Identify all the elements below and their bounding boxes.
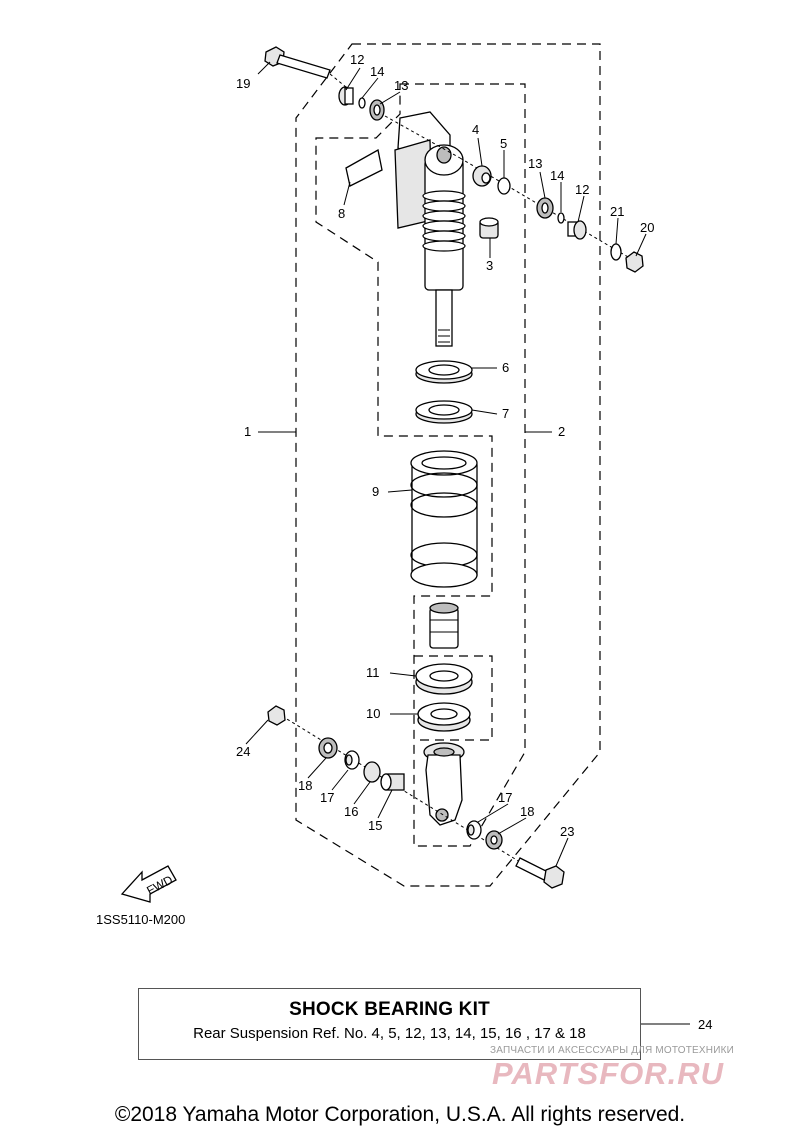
assembly-outline-1 bbox=[295, 43, 601, 887]
shock-absorber-body bbox=[394, 111, 466, 347]
callout-2: 2 bbox=[558, 424, 565, 439]
assembly-outline-3 bbox=[414, 655, 493, 741]
callout-17-left: 17 bbox=[320, 790, 334, 805]
copyright-notice: ©2018 Yamaha Motor Corporation, U.S.A. A… bbox=[114, 1103, 686, 1126]
callout-8: 8 bbox=[338, 206, 345, 221]
callout-5: 5 bbox=[500, 136, 507, 151]
spring-9-part bbox=[410, 450, 478, 588]
callout-4: 4 bbox=[472, 122, 479, 137]
seal-18-left-part bbox=[318, 737, 338, 759]
label-plate-8-part bbox=[345, 148, 383, 187]
lower-clevis-part bbox=[423, 742, 465, 826]
callout-13-right: 13 bbox=[528, 156, 542, 171]
callout-16: 16 bbox=[344, 804, 358, 819]
callout-15: 15 bbox=[368, 818, 382, 833]
callout-12-upper: 12 bbox=[350, 52, 364, 67]
spring-seat-10-part bbox=[417, 702, 471, 732]
callout-23: 24 bbox=[236, 744, 250, 759]
callout-11: 11 bbox=[366, 665, 380, 680]
callout-21: 21 bbox=[610, 204, 624, 219]
bolt-19-part bbox=[264, 46, 353, 93]
spring-guide-11-part bbox=[415, 663, 473, 695]
callout-1: 1 bbox=[244, 424, 251, 439]
seal-13-upper-part bbox=[369, 99, 385, 121]
seal-18-right-part bbox=[485, 830, 503, 850]
watermark-logo: PARTSFOR.RU bbox=[492, 1056, 725, 1091]
diagram-code: 1SS5110-M200 bbox=[96, 912, 186, 927]
bushing-16-part bbox=[363, 761, 381, 783]
kit-title: SHOCK BEARING KIT bbox=[289, 999, 490, 1020]
bump-stop-part bbox=[429, 602, 459, 649]
callout-9: 9 bbox=[372, 484, 379, 499]
valve-3-part bbox=[479, 217, 499, 239]
oring-14-right-part bbox=[557, 212, 565, 224]
callout-10: 10 bbox=[366, 706, 380, 721]
washer-21-part bbox=[610, 243, 622, 261]
callout-14-right: 14 bbox=[550, 168, 564, 183]
kit-info-box: SHOCK BEARING KIT Rear Suspension Ref. N… bbox=[138, 988, 641, 1060]
collar-17-left-part bbox=[344, 750, 360, 770]
collar-17-right-part bbox=[466, 820, 482, 840]
callout-18-right: 18 bbox=[520, 804, 534, 819]
fwd-arrow-icon: FWD bbox=[120, 865, 177, 903]
callout-20: 20 bbox=[640, 220, 654, 235]
seal-13-right-part bbox=[536, 197, 554, 219]
callout-18-left: 18 bbox=[298, 778, 312, 793]
assembly-outline-2 bbox=[315, 83, 526, 847]
callout-24: 24 bbox=[698, 1017, 712, 1032]
collar-12-upper-part bbox=[338, 86, 354, 106]
circlip-5-part bbox=[497, 177, 511, 195]
callout-6: 6 bbox=[502, 360, 509, 375]
watermark-tagline: ЗАПЧАСТИ И АКСЕССУАРЫ ДЛЯ МОТОТЕХНИКИ bbox=[490, 1045, 735, 1056]
adjuster-7-part bbox=[415, 400, 473, 424]
bolt-22-part bbox=[515, 857, 565, 889]
bushing-4-part bbox=[472, 165, 492, 187]
bearing-15-part bbox=[380, 773, 405, 791]
callout-7: 7 bbox=[502, 406, 509, 421]
callout-22: 23 bbox=[560, 824, 574, 839]
callout-12-right: 12 bbox=[575, 182, 589, 197]
collar-12-right-part bbox=[567, 220, 587, 240]
locknut-6-part bbox=[415, 360, 473, 384]
callout-3: 3 bbox=[486, 258, 493, 273]
leader-lines bbox=[245, 61, 690, 1025]
oring-14-upper-part bbox=[358, 97, 366, 109]
nut-23-part bbox=[267, 705, 286, 726]
callout-19: 19 bbox=[236, 76, 250, 91]
callout-14-upper: 14 bbox=[370, 64, 384, 79]
callout-17-right: 17 bbox=[498, 790, 512, 805]
callout-13-upper: 13 bbox=[394, 78, 408, 93]
kit-subtitle: Rear Suspension Ref. No. 4, 5, 12, 13, 1… bbox=[193, 1025, 586, 1042]
nut-20-part bbox=[625, 251, 644, 273]
